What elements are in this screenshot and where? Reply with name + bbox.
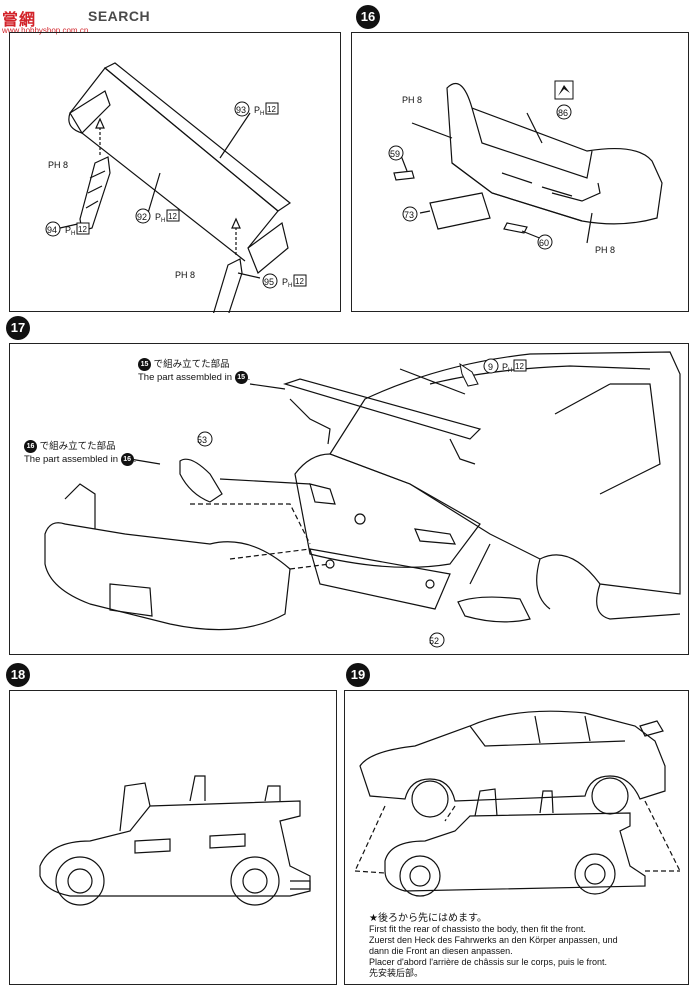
stay-95 [212,258,243,313]
panel-16: 86 59 73 60 PH 8 PH 8 [351,32,689,312]
part-73: 73 [404,210,414,220]
callout-15-jp: で組み立てた部品 [153,359,230,371]
note-fr: Placer d'abord l'arrière de châssis sur … [369,957,608,967]
callout-16-jp: で組み立てた部品 [39,441,116,453]
part-labels: 93 P H 12 92 P H 12 94 P H 12 95 P H 12 … [45,101,307,289]
svg-text:H: H [161,218,165,224]
lens-52 [457,596,531,623]
svg-text:P: P [502,362,508,372]
watermark: 嘗網 SEARCH www.hobbyshop.com.cn [2,2,172,36]
lower-panel [309,548,451,610]
lens-53 [179,458,223,503]
part-52: 52 [429,636,439,646]
svg-text:12: 12 [168,212,177,221]
svg-text:P: P [155,212,161,222]
note-en: First fit the rear of chassisto the body… [369,924,586,934]
part-86: 86 [558,108,568,118]
chassis-19 [384,812,646,892]
chassis [39,800,311,897]
wing-edge [69,67,279,249]
part-92: 92 [137,212,147,222]
callout-16-en: The part assembled in [24,454,118,466]
note-cn: 先安装后部。 [369,968,424,978]
svg-text:H: H [260,111,264,117]
part-53: 53 [197,435,207,445]
note-jp: ★後ろから先にはめます。 [369,913,487,924]
front-wheel [55,856,105,906]
svg-text:P: P [282,277,288,287]
watermark-url: www.hobbyshop.com.cn [2,26,89,35]
spoiler-diagram: 93 P H 12 92 P H 12 94 P H 12 95 P H 12 … [45,62,307,313]
part-93: 93 [236,105,246,115]
step-19: 19 [346,663,370,687]
ph8-left: PH 8 [48,160,68,170]
car-body-19 [359,710,666,802]
svg-text:12: 12 [295,277,304,286]
rear-bumper-diagram: 86 59 73 60 PH 8 PH 8 [388,80,663,255]
car-body [329,351,681,595]
part-94: 94 [47,225,57,235]
watermark-brand: SEARCH [88,8,151,24]
reflector-59 [393,170,415,181]
panel-17: 53 52 9 P H 12 15 で組み立てた部品 The part asse… [9,343,689,655]
svg-text:P: P [65,225,71,235]
plate-73 [429,192,491,230]
svg-text:P: P [254,105,260,115]
ph8-right: PH 8 [175,270,195,280]
panel-spoiler: 93 P H 12 92 P H 12 94 P H 12 95 P H 12 … [9,32,341,313]
bumper-86 [446,83,663,225]
rear-wheel [230,856,280,906]
stay-94 [79,156,111,232]
chassis-diagram [39,775,311,906]
panel-19: ★後ろから先にはめます。 First fit the rear of chass… [344,690,689,985]
watermark-logo: 嘗網 [2,12,37,29]
rear-assembly-diagram: 53 52 9 P H 12 [44,351,681,648]
step-16: 16 [356,5,380,29]
reflector-60 [503,222,528,234]
wing-top [103,62,292,212]
callout-15-en: The part assembled in [138,372,232,384]
svg-text:12: 12 [78,225,87,234]
ph8-top: PH 8 [402,95,422,105]
cement-icon [554,80,574,100]
svg-text:H: H [71,231,75,237]
step-17: 17 [6,316,30,340]
note-de-2: dann die Front an diesen anpassen. [369,946,513,956]
part-9: 9 [488,362,493,372]
fit-instructions: ★後ろから先にはめます。 First fit the rear of chass… [369,913,618,979]
part-59: 59 [390,149,400,159]
svg-text:H: H [288,283,292,289]
callout-16: 16 で組み立てた部品 The part assembled in 16. [24,440,137,467]
panel-18 [9,690,337,985]
part-60: 60 [539,238,549,248]
svg-text:12: 12 [267,105,276,114]
svg-text:H: H [508,368,512,374]
svg-text:12: 12 [515,362,524,371]
note-de-1: Zuerst den Heck des Fahrwerks an den Kör… [369,935,618,945]
step-18: 18 [6,663,30,687]
part-95: 95 [264,277,274,287]
callout-15: 15 で組み立てた部品 The part assembled in 15. [138,358,251,385]
trunk [294,453,481,568]
ph8-bottom: PH 8 [595,245,615,255]
spoiler [283,378,482,440]
bumper-assembly [44,522,291,631]
body-chassis-fit-diagram [354,710,681,897]
